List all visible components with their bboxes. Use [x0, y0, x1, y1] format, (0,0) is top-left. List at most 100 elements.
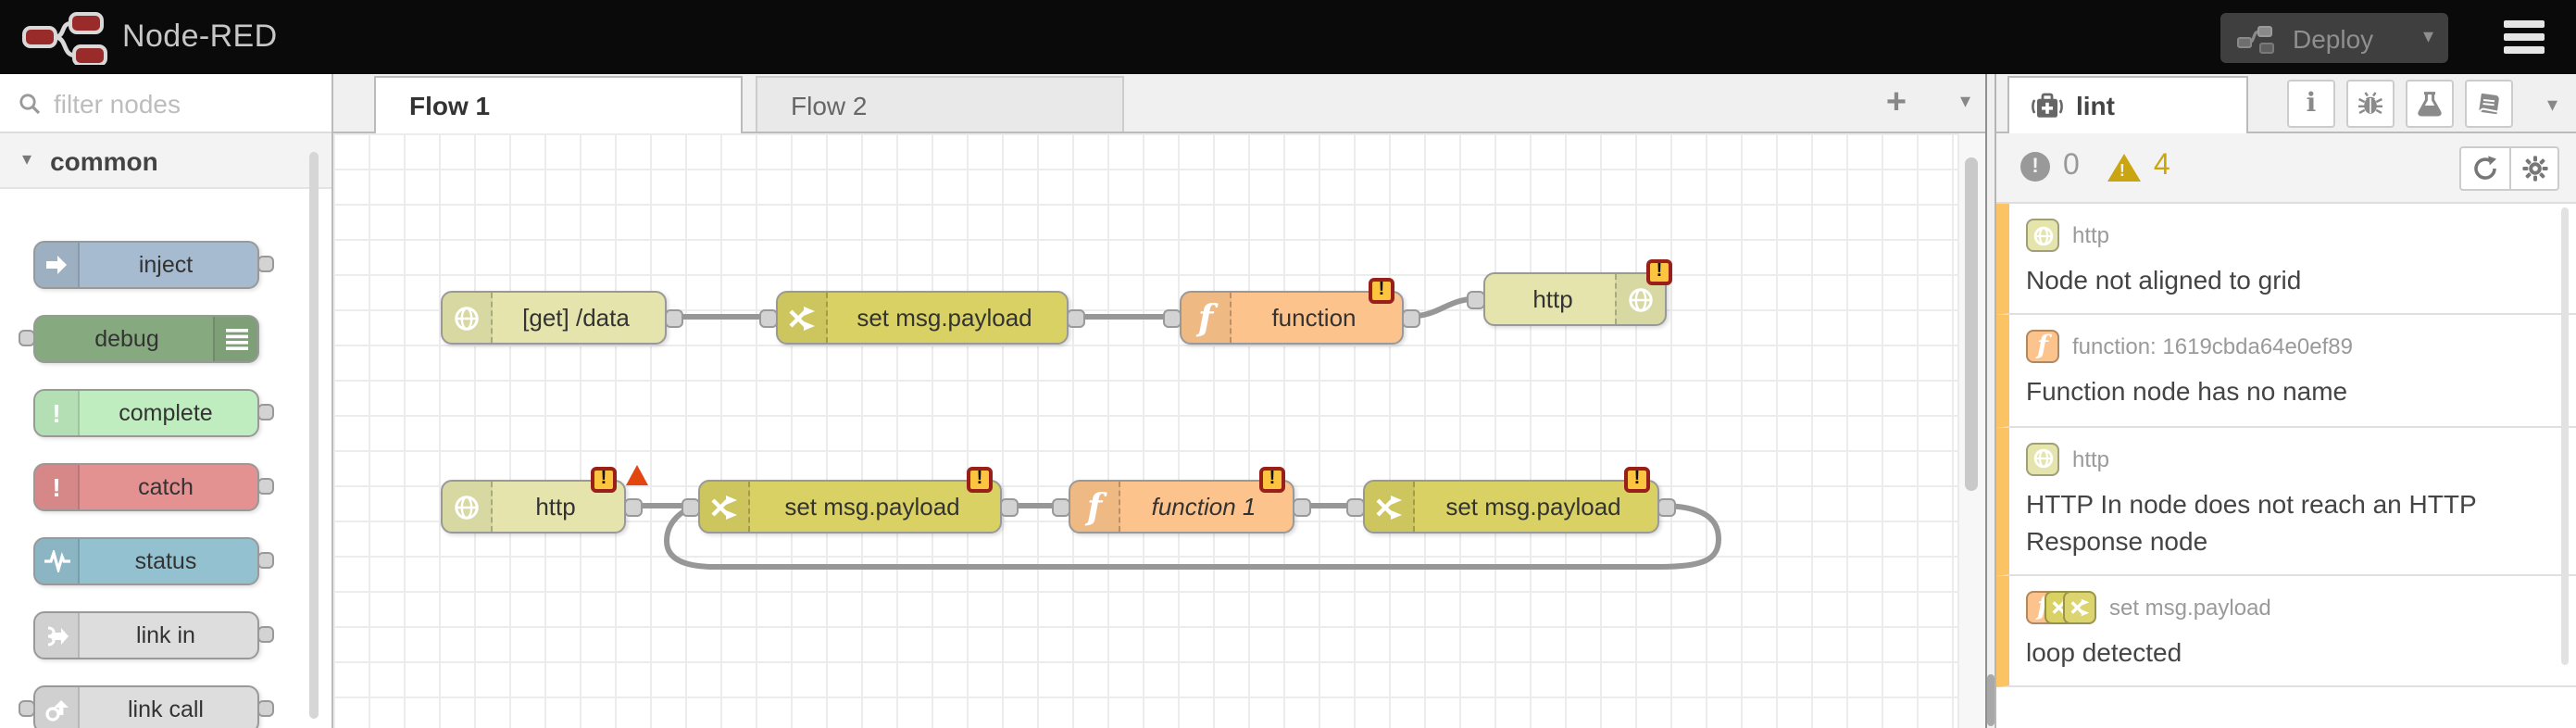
deploy-button[interactable]: Deploy ▾: [2220, 13, 2448, 63]
palette-node-link-in[interactable]: link in: [33, 611, 274, 659]
sidebar-separator[interactable]: [1985, 74, 1996, 728]
output-port[interactable]: [257, 256, 274, 272]
node-error-triangle-icon: [626, 465, 648, 485]
palette-node-inject[interactable]: inject: [33, 241, 274, 289]
deploy-options-chevron-icon[interactable]: ▾: [2422, 26, 2433, 48]
workspace-tab-bar: Flow 1 Flow 2 + ▾: [333, 74, 1985, 133]
search-icon: [19, 93, 41, 114]
tab-label: Flow 2: [791, 90, 868, 119]
separator-scrollbar[interactable]: [1987, 674, 1995, 726]
sidebar-scrollbar[interactable]: [2561, 207, 2569, 665]
output-port[interactable]: [624, 497, 643, 516]
add-flow-button[interactable]: +: [1885, 83, 1907, 122]
gear-icon: [2521, 156, 2547, 182]
error-count-icon: !: [2020, 152, 2050, 182]
tab-flow-1[interactable]: Flow 1: [374, 76, 743, 133]
app-title: Node-RED: [122, 19, 278, 54]
output-port[interactable]: [1402, 308, 1420, 327]
refresh-icon: [2474, 156, 2496, 180]
lint-item-message: Function node has no name: [2026, 376, 2348, 407]
lint-item-node: http: [2072, 222, 2110, 248]
lint-item-node: set msg.payload: [2109, 595, 2271, 621]
flow-canvas[interactable]: [get] /data set msg.payload f function !…: [333, 133, 1985, 728]
output-port[interactable]: [665, 308, 683, 327]
lint-item-message: Node not aligned to grid: [2026, 265, 2302, 295]
node-http-response[interactable]: http !: [1467, 259, 1672, 326]
palette-node-link-call[interactable]: link call: [19, 685, 274, 728]
input-port[interactable]: [19, 700, 35, 717]
refresh-button[interactable]: [2459, 146, 2509, 191]
output-port[interactable]: [257, 552, 274, 569]
tab-flow-2[interactable]: Flow 2: [756, 76, 1124, 132]
input-port[interactable]: [1346, 497, 1365, 516]
palette-node-label: status: [134, 548, 197, 574]
node-function-1[interactable]: f function 1 !: [1052, 467, 1311, 533]
node-change-set-payload-1[interactable]: set msg.payload: [759, 291, 1085, 345]
input-port[interactable]: [1052, 497, 1070, 516]
exclamation-icon: !: [35, 465, 80, 509]
sidebar-tab-lint[interactable]: lint: [2007, 76, 2248, 133]
book-icon: [2479, 93, 2499, 115]
input-port[interactable]: [1467, 290, 1485, 308]
palette-search[interactable]: filter nodes: [0, 74, 331, 133]
lint-item-node: http: [2072, 446, 2110, 472]
node-http-in-2[interactable]: http !: [441, 465, 648, 533]
lint-item-node: function: 1619cbda64e0ef89: [2072, 333, 2353, 360]
lint-warning-badge: !: [1259, 467, 1285, 493]
deploy-button-label: Deploy: [2293, 23, 2374, 53]
output-port[interactable]: [257, 478, 274, 495]
palette-node-debug[interactable]: debug: [19, 315, 259, 363]
globe-icon: [443, 293, 493, 343]
node-label: set msg.payload: [784, 493, 960, 521]
palette-node-label: debug: [94, 326, 159, 352]
context-data-tab-button[interactable]: [2465, 80, 2513, 128]
palette-scrollbar[interactable]: [309, 152, 319, 719]
palette-node-catch[interactable]: ! catch: [33, 463, 274, 511]
input-port[interactable]: [759, 308, 778, 327]
node-change-set-payload-2[interactable]: set msg.payload !: [682, 467, 1019, 533]
debug-tab-button[interactable]: [2346, 80, 2395, 128]
node-label: set msg.payload: [1445, 493, 1621, 521]
node-label: http: [1532, 285, 1573, 313]
output-port[interactable]: [1067, 308, 1085, 327]
palette-search-placeholder: filter nodes: [54, 88, 181, 118]
canvas-grid: [333, 133, 1957, 728]
lint-item[interactable]: http HTTP In node does not reach an HTTP…: [1996, 427, 2576, 577]
output-port[interactable]: [1000, 497, 1019, 516]
node-function[interactable]: f function !: [1163, 278, 1420, 345]
node-http-in-get-data[interactable]: [get] /data: [441, 291, 683, 345]
info-icon: i: [2306, 89, 2317, 119]
output-port[interactable]: [257, 404, 274, 420]
header: Node-RED Deploy ▾: [0, 0, 2576, 74]
canvas-scrollbar[interactable]: [1965, 157, 1978, 491]
link-in-icon: [35, 613, 80, 658]
lint-item[interactable]: http Node not aligned to grid: [1996, 204, 2576, 316]
sidebar-tabs-chevron-icon[interactable]: ▾: [2546, 94, 2557, 117]
output-port[interactable]: [257, 700, 274, 717]
flow-list-chevron-icon[interactable]: ▾: [1959, 91, 1970, 113]
lint-item[interactable]: f function: 1619cbda64e0ef89 Function no…: [1996, 315, 2576, 428]
output-port[interactable]: [1657, 497, 1676, 516]
lint-issue-list: http Node not aligned to grid f function…: [1996, 204, 2576, 688]
input-port[interactable]: [1163, 308, 1182, 327]
info-tab-button[interactable]: i: [2287, 80, 2335, 128]
config-nodes-tab-button[interactable]: [2406, 80, 2454, 128]
main-menu-button[interactable]: [2504, 20, 2545, 54]
output-port[interactable]: [257, 626, 274, 643]
lint-item[interactable]: f set msg.payload loop detected: [1996, 576, 2576, 688]
node-change-set-payload-3[interactable]: set msg.payload !: [1346, 467, 1676, 533]
palette-node-complete[interactable]: ! complete: [33, 389, 274, 437]
node-label: function 1: [1151, 493, 1257, 521]
palette-node-status[interactable]: status: [33, 537, 274, 585]
palette-category-common[interactable]: ▾ common: [0, 133, 331, 189]
output-port[interactable]: [1293, 497, 1311, 516]
node-label: [get] /data: [522, 304, 630, 332]
input-port[interactable]: [19, 330, 35, 346]
palette-category-label: common: [50, 145, 158, 175]
tab-label: Flow 1: [409, 91, 491, 120]
input-port[interactable]: [682, 497, 700, 516]
lint-item-message: HTTP In node does not reach an HTTP Resp…: [2026, 488, 2477, 556]
lint-toolbar-buttons: [2459, 146, 2559, 191]
settings-button[interactable]: [2509, 146, 2559, 191]
shuffle-icon: [1365, 482, 1415, 532]
